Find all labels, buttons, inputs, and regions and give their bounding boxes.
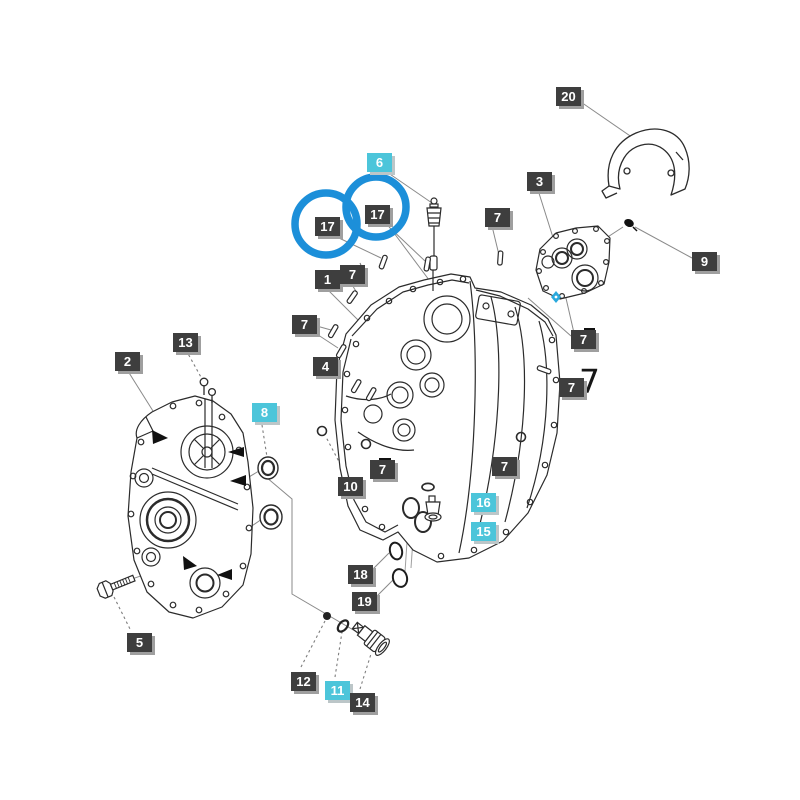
part-label-17[interactable]: 17 <box>315 217 340 236</box>
part-label-13[interactable]: 13 <box>173 333 198 352</box>
part-label-7[interactable]: 7 <box>340 265 365 284</box>
part-label-1[interactable]: 1 <box>315 270 340 289</box>
gasket-plate-drawing <box>535 225 611 300</box>
part-label-17[interactable]: 17 <box>365 205 390 224</box>
part-label-11[interactable]: 11 <box>325 681 350 700</box>
part-label-6[interactable]: 6 <box>367 153 392 172</box>
plain-text-seven: 7 <box>579 362 600 401</box>
part-label-12[interactable]: 12 <box>291 672 316 691</box>
hex-bolt-drawing <box>96 574 136 599</box>
small-orings-drawing <box>316 425 527 450</box>
part-label-8[interactable]: 8 <box>252 403 277 422</box>
housing-bolt-holes <box>341 275 560 560</box>
oring-highlight-circle <box>342 173 410 241</box>
stud-pins-drawing <box>327 250 552 402</box>
part-label-7[interactable]: 7 <box>492 457 517 476</box>
part-label-4[interactable]: 4 <box>313 357 338 376</box>
part-label-7[interactable]: 7 <box>485 208 510 227</box>
part-label-5[interactable]: 5 <box>127 633 152 652</box>
accent-diamond <box>551 291 561 303</box>
seal-rings-drawing <box>257 456 283 530</box>
orings-18-19-drawing <box>388 541 409 588</box>
detent-parts-drawing <box>323 612 390 656</box>
part-label-7[interactable]: 7 <box>292 315 317 334</box>
part-label-14[interactable]: 14 <box>350 693 375 712</box>
part-label-16[interactable]: 16 <box>471 493 496 512</box>
transmission-housing-drawing <box>334 273 561 563</box>
part-label-7[interactable]: 7 <box>559 378 584 397</box>
orientation-arrows <box>152 430 246 580</box>
part-label-20[interactable]: 20 <box>556 87 581 106</box>
part-label-3[interactable]: 3 <box>527 172 552 191</box>
part-label-2[interactable]: 2 <box>115 352 140 371</box>
bracket-drawing <box>601 128 690 199</box>
part-label-18[interactable]: 18 <box>348 565 373 584</box>
breather-plug-drawing <box>426 197 442 291</box>
screw-drawing <box>624 218 638 232</box>
oring-highlight-circle <box>291 189 361 259</box>
part-label-7[interactable]: 7 <box>370 460 395 479</box>
part-label-15[interactable]: 15 <box>471 522 496 541</box>
drain-plug-drawing <box>421 482 442 522</box>
part-label-7[interactable]: 7 <box>571 330 596 349</box>
part-label-9[interactable]: 9 <box>692 252 717 271</box>
cover-screws-drawing <box>199 377 217 403</box>
part-label-19[interactable]: 19 <box>352 592 377 611</box>
part-label-10[interactable]: 10 <box>338 477 363 496</box>
cover-bolt-holes <box>127 399 253 614</box>
highlight-circles <box>291 173 410 259</box>
side-cover-drawing <box>127 395 254 619</box>
